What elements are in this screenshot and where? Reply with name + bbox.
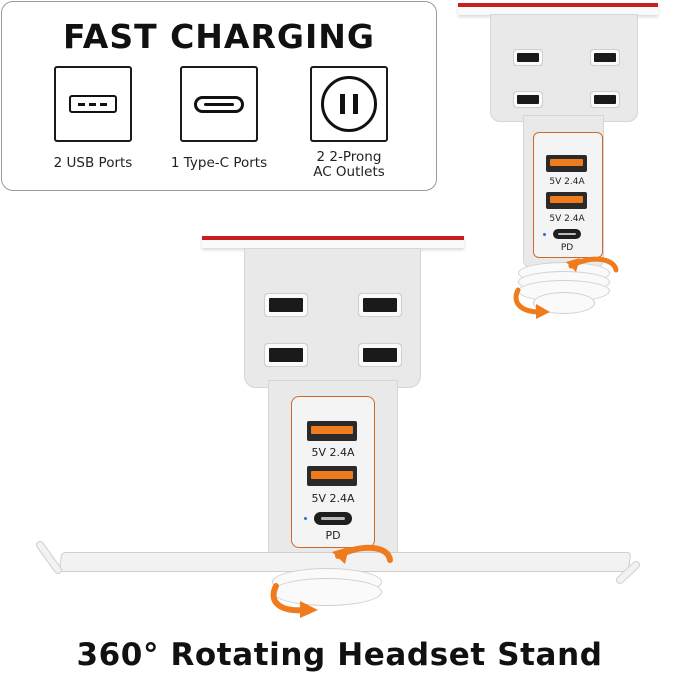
- small-ac-socket: [517, 95, 539, 104]
- small-housing-top: [490, 14, 638, 122]
- small-mount-strip: [458, 3, 658, 15]
- small-ac-socket: [594, 95, 616, 104]
- large-usb-rating-2: 5V 2.4A: [311, 492, 355, 505]
- large-typec-label: PD: [325, 529, 341, 542]
- small-typec-port[interactable]: [553, 229, 581, 239]
- feature-typec-label: 1 Type-C Ports: [170, 155, 268, 171]
- large-housing-top: [244, 248, 421, 388]
- feature-ac: 2 2-Prong AC Outlets: [284, 66, 414, 180]
- feature-ac-label: 2 2-Prong AC Outlets: [313, 149, 385, 180]
- ac-outlet-icon: [310, 66, 388, 142]
- large-ac-socket: [363, 298, 397, 312]
- rotate-arrow-icon: [332, 544, 393, 564]
- large-usb-rating-1: 5V 2.4A: [311, 446, 355, 459]
- usb-c-icon: [180, 66, 258, 142]
- small-rotating-base: [533, 292, 595, 314]
- small-led: [543, 233, 546, 236]
- feature-usb: 2 USB Ports: [28, 66, 158, 171]
- small-ac-socket: [517, 53, 539, 62]
- large-mount-strip: [202, 236, 464, 248]
- large-ac-socket: [363, 348, 397, 362]
- large-usb-port-1[interactable]: [307, 421, 357, 441]
- small-ac-socket: [594, 53, 616, 62]
- large-typec-port[interactable]: [314, 512, 352, 525]
- usb-a-icon: [54, 66, 132, 142]
- small-usb-rating-2: 5V 2.4A: [549, 214, 585, 224]
- rotate-arrow-icon: [270, 583, 318, 618]
- large-ac-socket: [269, 348, 303, 362]
- large-rotating-base: [272, 578, 382, 606]
- large-led: [304, 517, 307, 520]
- large-usb-port-2[interactable]: [307, 466, 357, 486]
- small-usb-port-2[interactable]: [546, 192, 587, 209]
- small-usb-port-1[interactable]: [546, 155, 587, 172]
- rotate-arrow-icon: [566, 256, 619, 273]
- large-ac-socket: [269, 298, 303, 312]
- small-usb-rating-1: 5V 2.4A: [549, 177, 585, 187]
- feature-usb-label: 2 USB Ports: [53, 155, 133, 171]
- feature-typec: 1 Type-C Ports: [154, 66, 284, 171]
- small-typec-label: PD: [560, 243, 574, 253]
- tagline: 360° Rotating Headset Stand: [76, 637, 603, 673]
- feature-card: FAST CHARGING 2 USB Ports 1 Type-C Ports…: [1, 1, 437, 191]
- card-title: FAST CHARGING: [63, 17, 375, 56]
- rotate-arrow-icon: [513, 287, 550, 319]
